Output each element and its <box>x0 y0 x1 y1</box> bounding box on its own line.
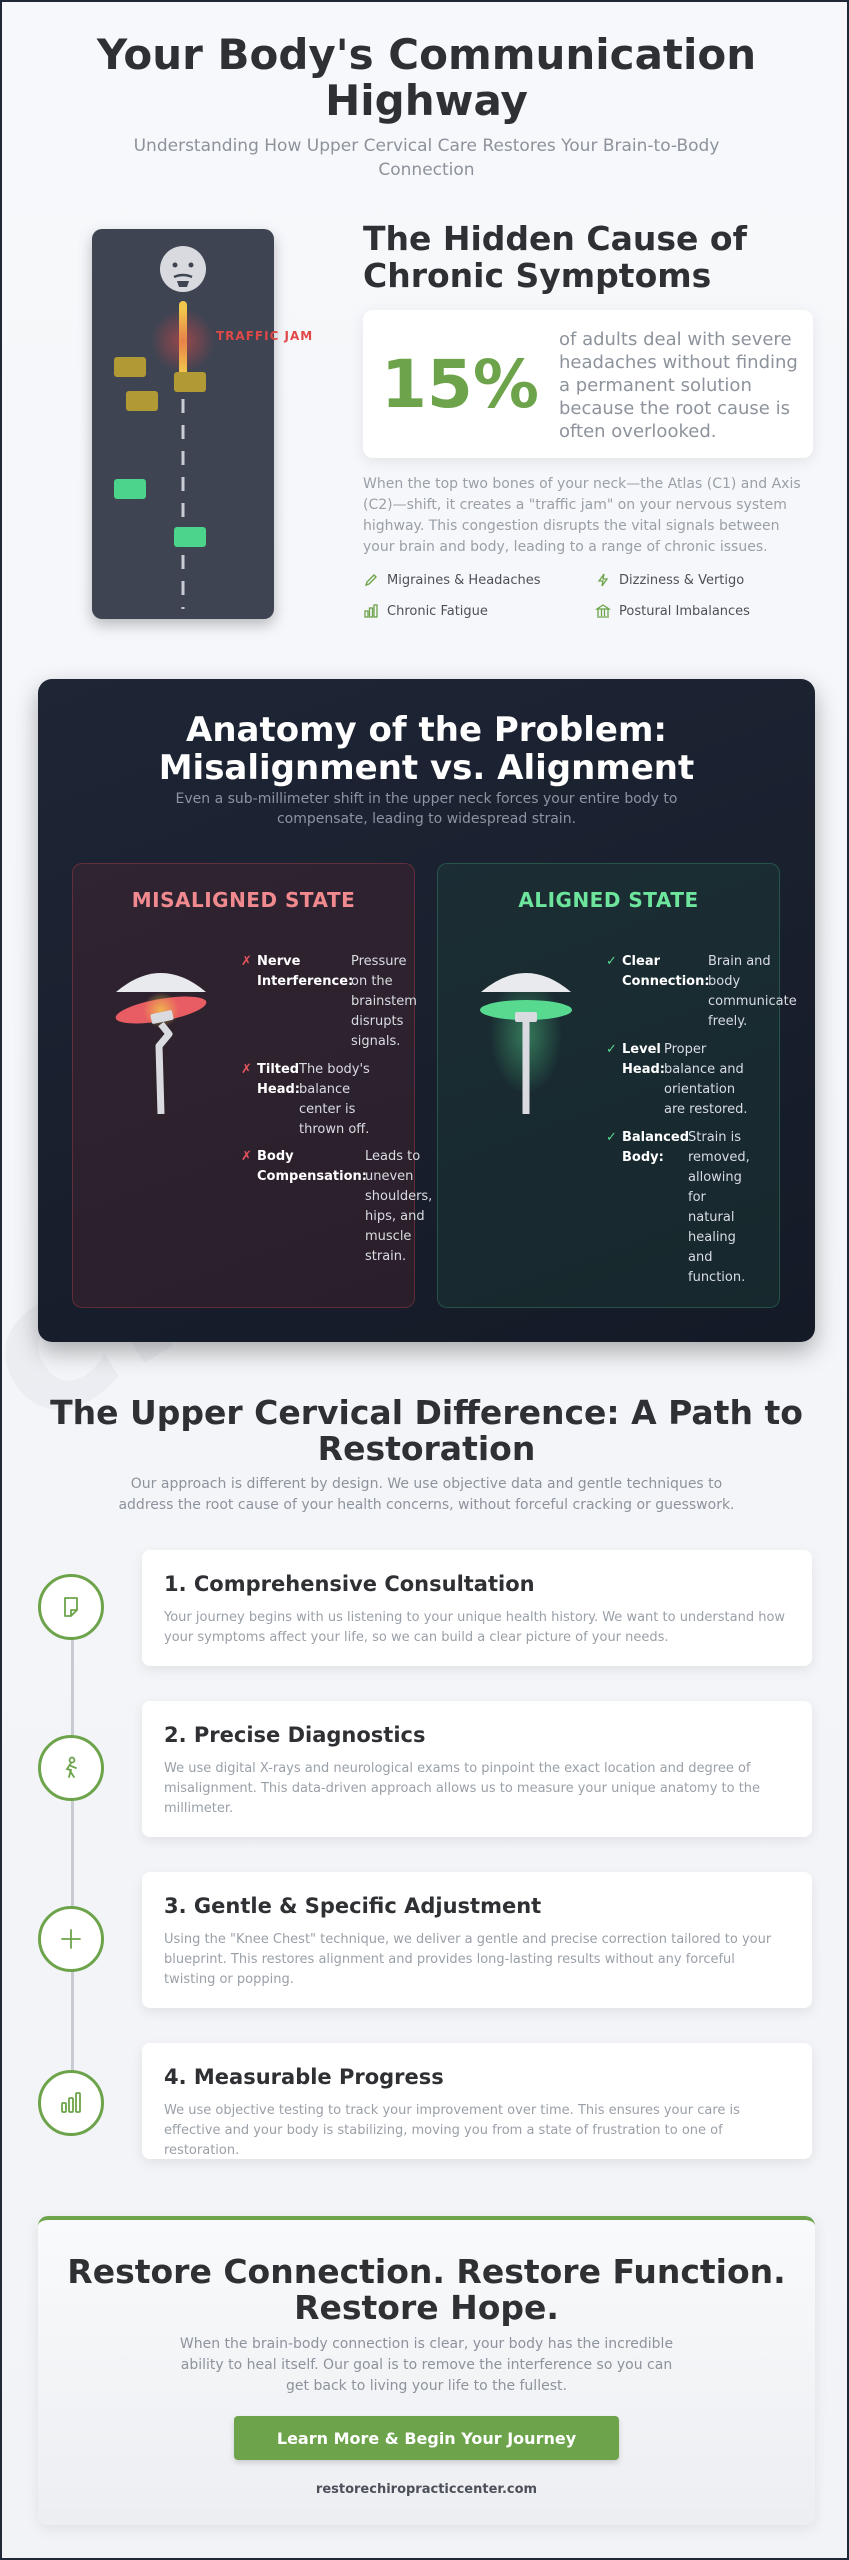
misaligned-title: MISALIGNED STATE <box>131 888 356 912</box>
point-description: Brain and body communicate freely. <box>708 954 797 1029</box>
point-description: The body's balance center is thrown off. <box>299 1062 370 1137</box>
symptom-item: Postural Imbalances <box>595 603 750 619</box>
cross-icon: ✗ <box>241 1149 252 1164</box>
figure-icon <box>65 1756 77 1778</box>
misaligned-point: ✗ Nerve Interference: Pressure on the br… <box>241 952 417 1052</box>
website-link[interactable]: restorechiropracticcenter.com <box>315 2482 538 2497</box>
point-description: Pressure on the brainstem disrupts signa… <box>351 954 417 1049</box>
step-title: 3. Gentle & Specific Adjustment <box>164 1894 542 1918</box>
learn-more-button[interactable]: Learn More & Begin Your Journey <box>234 2416 619 2460</box>
bar-chart-icon <box>61 2092 81 2113</box>
anatomy-title: Anatomy of the Problem: Misalignment vs.… <box>158 710 695 788</box>
symptom-label: Dizziness & Vertigo <box>619 572 745 588</box>
cross-icon: ✗ <box>241 954 252 969</box>
point-label: Level Head: <box>622 1042 665 1077</box>
check-icon: ✓ <box>606 1042 617 1057</box>
point-description: Strain is removed, allowing for natural … <box>688 1130 750 1285</box>
lightning-icon <box>597 573 609 587</box>
plus-icon <box>61 1929 81 1949</box>
point-description: Leads to uneven shoulders, hips, and mus… <box>365 1149 433 1264</box>
process-subtitle: Our approach is different by design. We … <box>118 1476 735 1513</box>
symptom-item: Migraines & Headaches <box>363 572 541 588</box>
step-card: 1. Comprehensive Consultation Your journ… <box>142 1550 812 1666</box>
aligned-point: ✓ Level Head: Proper balance and orienta… <box>606 1040 776 1120</box>
step-card: 3. Gentle & Specific Adjustment Using th… <box>142 1872 812 2008</box>
cross-icon: ✗ <box>241 1062 252 1077</box>
head-icon <box>160 246 206 292</box>
step-title: 2. Precise Diagnostics <box>164 1723 426 1747</box>
spine-highway-graphic <box>114 246 215 609</box>
check-icon: ✓ <box>606 1130 617 1145</box>
hidden-cause-title: The Hidden Cause of Chronic Symptoms <box>363 219 747 295</box>
call-to-action-section: Restore Connection. Restore Function. Re… <box>38 2216 815 2525</box>
step-description: We use digital X-rays and neurological e… <box>164 1761 761 1816</box>
point-label: Body Compensation: <box>257 1149 367 1184</box>
step-card: 4. Measurable Progress We use objective … <box>142 2043 812 2159</box>
misaligned-point: ✗ Tilted Head: The body's balance center… <box>241 1060 411 1140</box>
aligned-panel: ALIGNED STATE ✓ Clear Connection: Brain … <box>437 863 797 1308</box>
traffic-jam-label: TRAFFIC JAM <box>216 329 314 343</box>
symptom-label: Migraines & Headaches <box>387 572 541 588</box>
process-title: The Upper Cervical Difference: A Path to… <box>50 1393 803 1468</box>
page-subtitle: Understanding How Upper Cervical Care Re… <box>133 136 720 180</box>
step-description: Using the "Knee Chest" technique, we del… <box>164 1932 772 1987</box>
step-title: 1. Comprehensive Consultation <box>164 1572 535 1596</box>
step-description: Your journey begins with us listening to… <box>164 1610 786 1645</box>
misaligned-panel: MISALIGNED STATE ✗ Nerve Interference: P… <box>72 863 432 1308</box>
point-description: Proper balance and orientation are resto… <box>664 1042 748 1117</box>
point-label: Balanced Body: <box>622 1130 689 1165</box>
traffic-jam-illustration: TRAFFIC JAM <box>92 229 312 619</box>
pencil-icon <box>364 574 377 587</box>
page-title: Your Body's Communication Highway <box>96 30 757 125</box>
timeline-line <box>71 1608 74 2103</box>
step-icon <box>38 1574 104 1640</box>
statistic-text: of adults deal with severe headaches wit… <box>559 329 798 442</box>
symptom-item: Chronic Fatigue <box>363 603 488 619</box>
misaligned-point: ✗ Body Compensation: Leads to uneven sho… <box>241 1147 432 1267</box>
building-icon <box>595 604 611 618</box>
check-icon: ✓ <box>606 954 617 969</box>
point-label: Nerve Interference: <box>257 954 354 989</box>
point-label: Clear Connection: <box>622 954 710 989</box>
anatomy-subtitle: Even a sub-millimeter shift in the upper… <box>175 791 678 827</box>
step-icon <box>38 1906 104 1972</box>
symptom-label: Chronic Fatigue <box>387 603 488 619</box>
misaligned-vertebra-graphic <box>115 973 207 1114</box>
anatomy-section: Anatomy of the Problem: Misalignment vs.… <box>38 679 815 1342</box>
step-icon <box>38 2070 104 2136</box>
step-card: 2. Precise Diagnostics We use digital X-… <box>142 1701 812 1837</box>
cta-text: When the brain-body connection is clear,… <box>179 2336 674 2394</box>
symptom-label: Postural Imbalances <box>619 603 750 619</box>
aligned-point: ✓ Clear Connection: Brain and body commu… <box>606 952 797 1032</box>
step-description: We use objective testing to track your i… <box>164 2103 740 2158</box>
bar-chart-icon <box>364 604 378 618</box>
symptom-item: Dizziness & Vertigo <box>595 572 744 588</box>
step-icon <box>38 1735 104 1801</box>
point-label: Tilted Head: <box>257 1062 300 1097</box>
aligned-title: ALIGNED STATE <box>518 888 699 912</box>
clipboard-icon <box>64 1597 78 1617</box>
hidden-cause-paragraph: When the top two bones of your neck—the … <box>363 476 801 555</box>
statistic-card: 15% of adults deal with severe headaches… <box>363 310 813 458</box>
cta-title: Restore Connection. Restore Function. Re… <box>67 2252 786 2327</box>
aligned-vertebra-graphic <box>480 973 572 1114</box>
aligned-point: ✓ Balanced Body: Strain is removed, allo… <box>606 1128 776 1288</box>
statistic-value: 15% <box>381 346 539 423</box>
step-title: 4. Measurable Progress <box>164 2065 444 2089</box>
